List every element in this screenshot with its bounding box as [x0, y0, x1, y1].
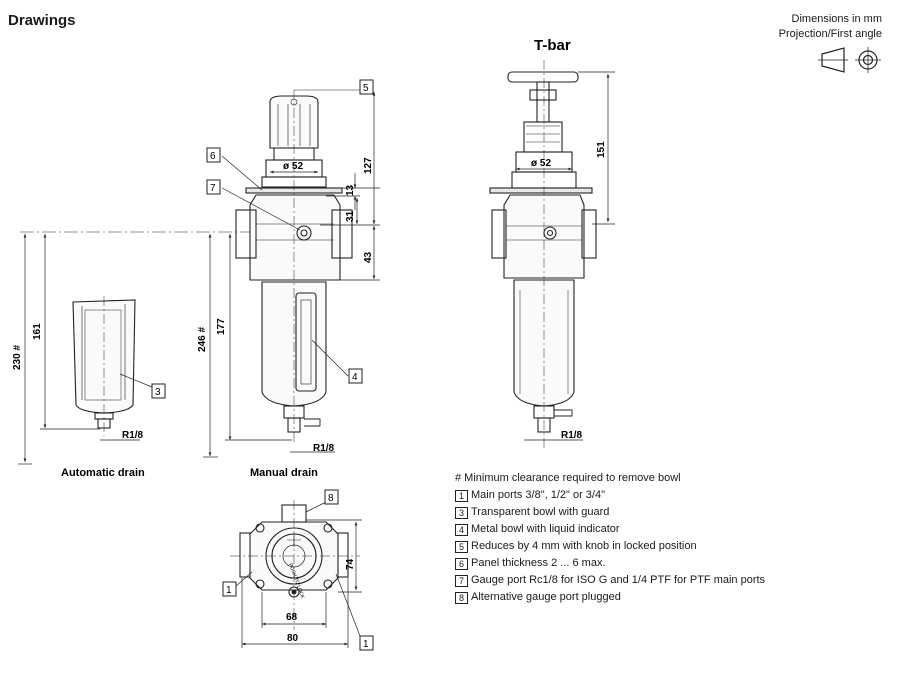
tbar-title: T-bar [534, 37, 571, 54]
tbar-view [489, 60, 597, 448]
dim-31-label: 31 [345, 210, 356, 222]
dim-80-label: 80 [287, 633, 299, 644]
top-view [230, 500, 361, 637]
tbar-dim-151-label: 151 [596, 141, 607, 158]
note-item: 1 Main ports 3/8", 1/2" or 3/4" [455, 487, 765, 504]
projection-cone-icon [818, 47, 848, 73]
note-clearance: # Minimum clearance required to remove b… [455, 470, 765, 487]
dimensions-unit-note: Dimensions in mm [791, 13, 882, 25]
callout-6-label: 6 [210, 151, 216, 162]
note-text: Alternative gauge port plugged [471, 591, 621, 603]
note-item: 6 Panel thickness 2 ... 6 max. [455, 555, 765, 572]
note-text: # Minimum clearance required to remove b… [455, 472, 681, 484]
callout-7-label: 7 [210, 183, 216, 194]
note-item: 5 Reduces by 4 mm with knob in locked po… [455, 538, 765, 555]
note-text: Metal bowl with liquid indicator [471, 523, 620, 535]
automatic-drain-caption: Automatic drain [61, 467, 145, 479]
dim-246-label: 246 # [197, 327, 208, 352]
callout-7: 7 [206, 179, 221, 195]
projection-note: Projection/First angle [778, 28, 882, 40]
dim-230-label: 230 # [12, 345, 23, 370]
automatic-drain-thread-label: R1/8 [122, 430, 144, 441]
callout-4: 4 [348, 368, 363, 384]
page-title: Drawings [8, 12, 76, 29]
dim-68-label: 68 [286, 612, 298, 623]
callout-1-right: 1 [359, 635, 374, 651]
top-view-dimensions [241, 519, 362, 648]
dim-177-label: 177 [216, 318, 227, 335]
callout-4-label: 4 [352, 372, 358, 383]
note-text: Main ports 3/8", 1/2" or 3/4" [471, 489, 606, 501]
callout-5: 5 [359, 79, 374, 95]
note-text: Gauge port Rc1/8 for ISO G and 1/4 PTF f… [471, 574, 766, 586]
note-key-box: 3 [455, 506, 468, 519]
note-key-box: 1 [455, 489, 468, 502]
callout-8: 8 [324, 489, 339, 505]
note-key-box: 6 [455, 557, 468, 570]
note-text: Transparent bowl with guard [471, 506, 610, 518]
callout-3: 3 [151, 383, 166, 399]
note-text: Panel thickness 2 ... 6 max. [471, 557, 606, 569]
dimensions-legend: Dimensions in mm Projection/First angle [779, 12, 882, 42]
projection-symbol [818, 47, 881, 73]
note-key-box: 4 [455, 523, 468, 536]
dim-74-label: 74 [345, 558, 356, 570]
dim-13-label: 13 [345, 184, 356, 196]
callout-8-label: 8 [328, 493, 334, 504]
tbar-dim-diameter-52-label: ø 52 [531, 158, 551, 169]
manual-drain-thread-label: R1/8 [313, 443, 335, 454]
note-item: 8 Alternative gauge port plugged [455, 589, 765, 606]
note-key-box: 7 [455, 574, 468, 587]
callout-6: 6 [206, 147, 221, 163]
note-text: Reduces by 4 mm with knob in locked posi… [471, 540, 697, 552]
callout-5-label: 5 [363, 83, 369, 94]
manual-drain-view [221, 89, 360, 445]
projection-circles-icon [855, 47, 881, 73]
note-item: 7 Gauge port Rc1/8 for ISO G and 1/4 PTF… [455, 572, 765, 589]
note-key-box: 5 [455, 540, 468, 553]
dim-127-label: 127 [363, 157, 374, 174]
note-item: 3 Transparent bowl with guard [455, 504, 765, 521]
notes-list: # Minimum clearance required to remove b… [455, 470, 765, 606]
callout-1-left-label: 1 [226, 585, 232, 596]
dim-43-label: 43 [363, 251, 374, 263]
manual-drain-dimensions [203, 92, 380, 458]
callout-1-left: 1 [222, 581, 237, 597]
dim-diameter-52-label: ø 52 [283, 161, 303, 172]
dim-161-label: 161 [32, 323, 43, 340]
tbar-thread-label: R1/8 [561, 430, 583, 441]
callout-1-right-label: 1 [363, 639, 369, 650]
automatic-drain-view [20, 231, 250, 436]
note-item: 4 Metal bowl with liquid indicator [455, 521, 765, 538]
note-key-box: 8 [455, 591, 468, 604]
manual-drain-caption: Manual drain [250, 467, 318, 479]
tbar-dimensions [516, 71, 615, 441]
callout-3-label: 3 [155, 387, 161, 398]
automatic-drain-dimensions [18, 234, 140, 465]
